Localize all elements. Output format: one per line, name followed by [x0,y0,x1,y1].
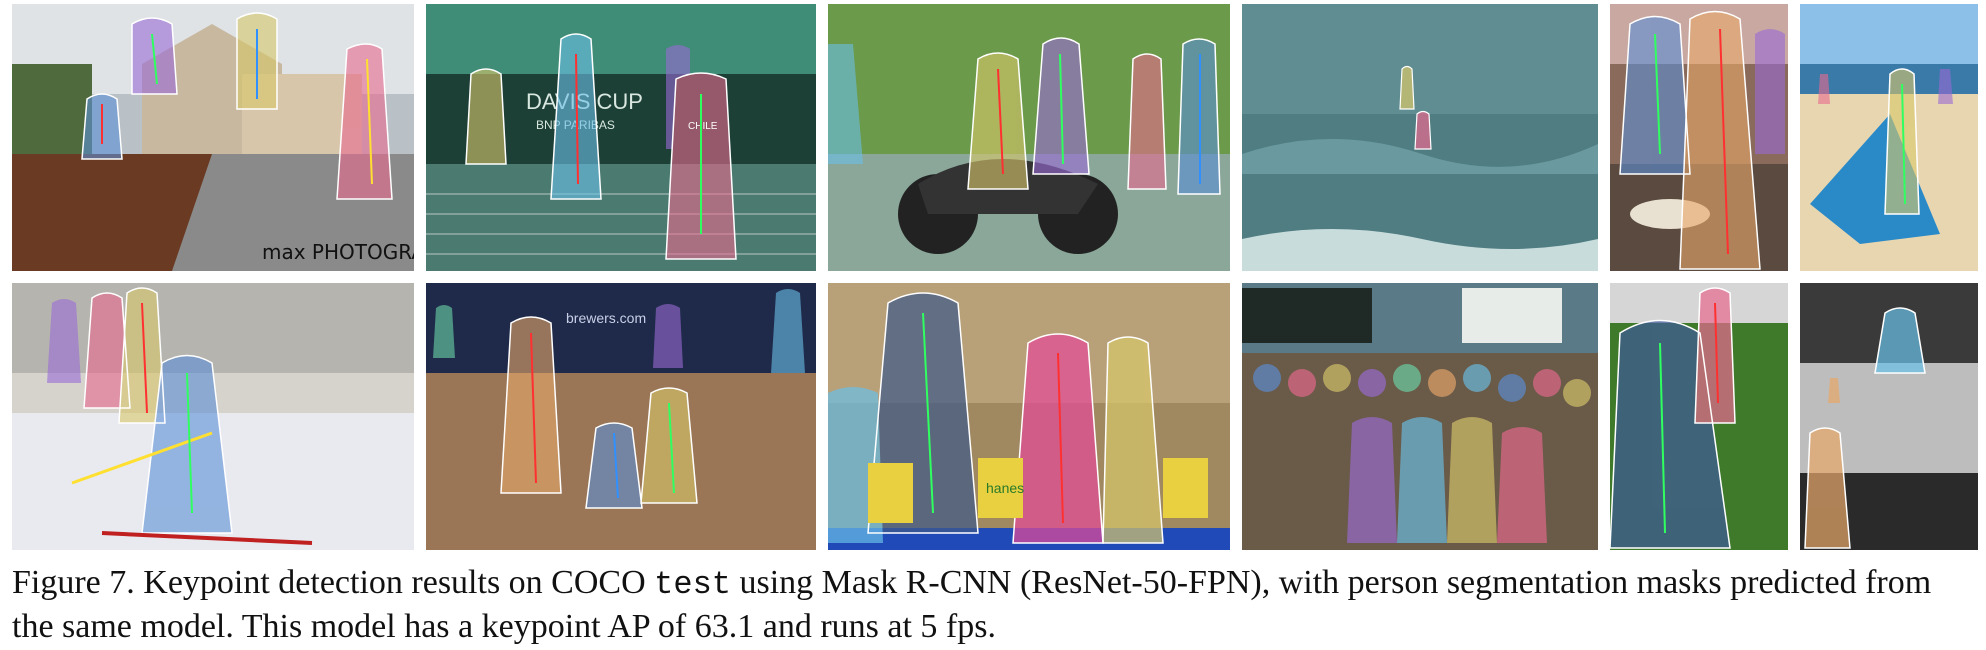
caption-code: test [654,566,731,603]
panel-beach [1800,4,1978,271]
cup-label: hanes [986,480,1024,496]
panel-interview: hanes [828,283,1230,550]
panel-skiing [12,283,414,550]
panel-skateboard: max PHOTOGRAPHY [12,4,414,271]
caption-prefix: Figure 7. Keypoint detection results on … [12,564,655,601]
panel-classroom [1242,283,1598,550]
panel-baseball: brewers.com [426,283,816,550]
figure-image-grid: max PHOTOGRAPHY DAVIS CUP BNP PARIBAS [12,4,1978,550]
shirt-text: CHILE [688,121,718,132]
panel-tennis: DAVIS CUP BNP PARIBAS CHILE [426,4,816,271]
caption-rest: using Mask R-CNN (ResNet-50-FPN), with p… [12,564,1932,645]
panel-bw [1800,283,1978,550]
panel-motorcycle [828,4,1230,271]
panel-surfing [1242,4,1598,271]
figure-caption: Figure 7. Keypoint detection results on … [12,562,1976,648]
panel-kitchen [1610,4,1788,271]
stadium-banner: brewers.com [566,310,646,326]
panel-grass [1610,283,1788,550]
watermark-text: max PHOTOGRAPHY [262,240,414,264]
